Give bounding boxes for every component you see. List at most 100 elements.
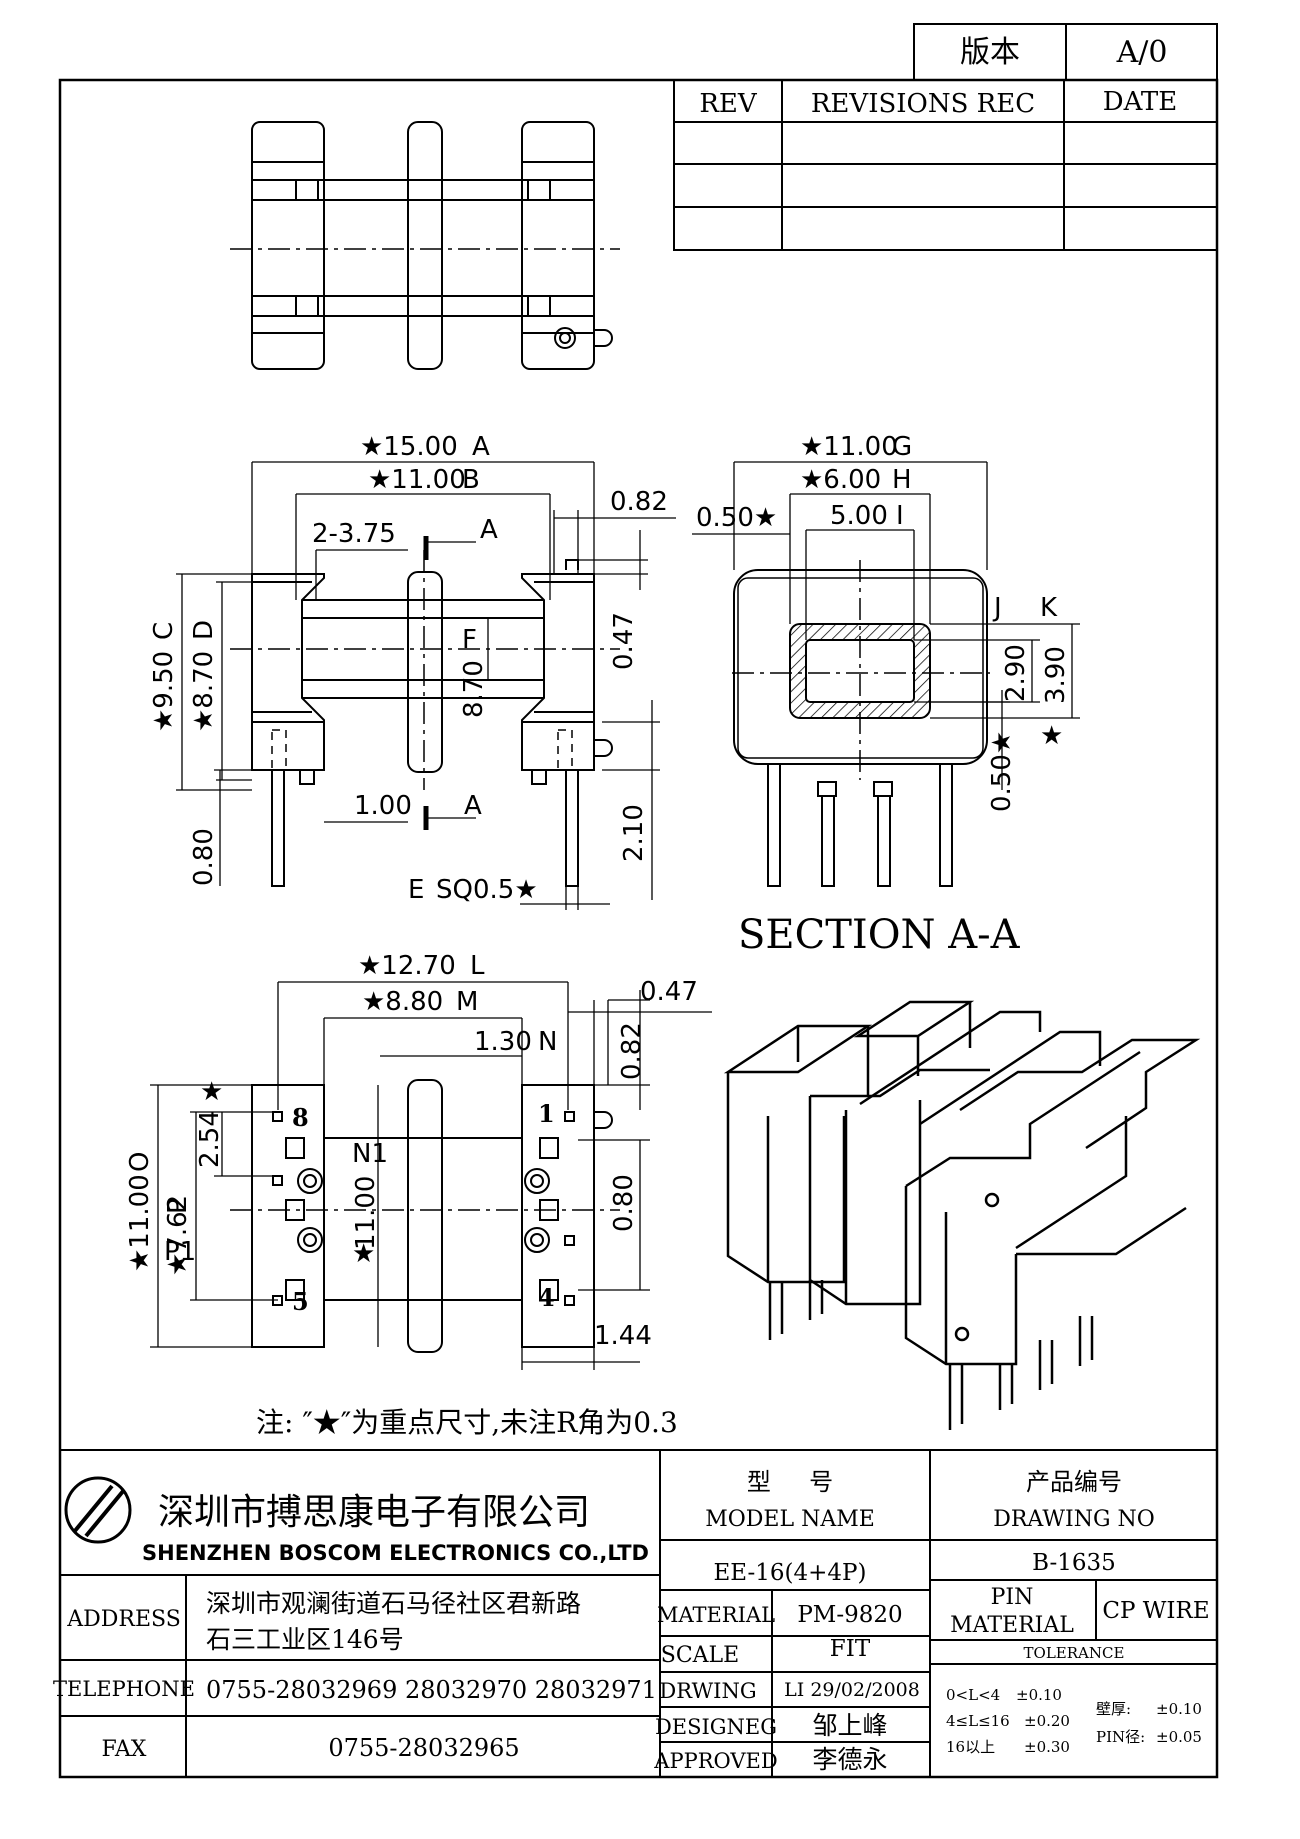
dim-e: SQ0.5★	[436, 875, 538, 905]
dim-l: 2.10	[619, 804, 649, 862]
dim-sec-p: ★	[1040, 721, 1063, 751]
date-header: DATE	[1103, 87, 1178, 117]
drawing-label-en: DRAWING NO	[993, 1507, 1155, 1532]
dim-bot-v: 1.44	[594, 1321, 652, 1351]
drawing-label-cn: 产品编号	[1026, 1468, 1122, 1496]
dim-bot-o: ★11.00	[125, 1174, 155, 1272]
company-name-en: SHENZHEN BOSCOM ELECTRONICS CO.,LTD	[142, 1541, 649, 1565]
dim-c-id: C	[149, 622, 179, 640]
dim-sec-i: 5.00	[830, 501, 888, 531]
section-dimensions	[692, 461, 1080, 790]
dim-bot-l: ★12.70	[358, 951, 456, 981]
dim-sec-m: 2.90	[1001, 644, 1031, 702]
pin-material-value: CP WIRE	[1102, 1598, 1209, 1624]
dim-bot-n-id: N	[538, 1027, 557, 1057]
pin-dia-label: PIN径:	[1096, 1728, 1145, 1746]
dim-bot-m: ★8.80	[362, 987, 443, 1017]
section-view	[732, 560, 990, 887]
tolerance-label: TOLERANCE	[1024, 1644, 1125, 1662]
dim-sec-h-id: H	[892, 465, 912, 495]
scale-label: SCALE	[661, 1643, 739, 1668]
dim-a: ★15.00	[360, 432, 458, 462]
dim-h: 0.82	[610, 487, 668, 517]
dim-bot-star: ★	[352, 1239, 375, 1269]
section-mark-a-bottom: A	[464, 791, 482, 821]
dim-bot-r: 11.00	[351, 1176, 381, 1250]
dim-sec-g-id: G	[892, 432, 912, 462]
telephone-value: 0755-28032969 28032970 28032971	[206, 1676, 657, 1704]
version-label: 版本	[960, 35, 1020, 70]
scale-value: FIT	[830, 1636, 871, 1662]
revision-table	[673, 79, 1218, 251]
pin-dia-value: ±0.05	[1156, 1728, 1202, 1746]
tolerance-value-1: ±0.10	[1016, 1686, 1062, 1704]
approved-value: 李德永	[812, 1745, 887, 1774]
pin-label-4: 4	[538, 1283, 555, 1312]
telephone-label: TELEPHONE	[53, 1677, 195, 1701]
dim-g: 2-3.75	[312, 519, 396, 549]
dim-bot-u: 0.80	[609, 1174, 639, 1232]
company-logo-icon	[64, 1476, 132, 1544]
dim-bot-m-id: M	[456, 987, 478, 1017]
dim-b: ★11.00	[368, 465, 466, 495]
pin-label-5: 5	[292, 1287, 309, 1316]
dim-j: 1.00	[354, 791, 412, 821]
top-view	[230, 121, 620, 370]
model-value: EE-16(4+4P)	[713, 1560, 866, 1586]
dim-sec-n: 3.90	[1041, 646, 1071, 704]
dim-e-id: E	[408, 875, 424, 905]
bottom-dimensions	[150, 981, 712, 1370]
tolerance-range-1: 0<L<4	[946, 1686, 1000, 1704]
material-value: PM-9820	[797, 1602, 902, 1628]
rev-header: REV	[699, 89, 758, 119]
dim-bot-l-id: L	[470, 951, 485, 981]
front-view	[230, 550, 620, 887]
section-mark-a-top: A	[480, 515, 498, 545]
pin-material-label2: MATERIAL	[950, 1613, 1074, 1638]
designeg-label: DESIGNEG	[655, 1715, 777, 1739]
dim-bot-p1-id: P1	[164, 1237, 196, 1267]
dim-bot-star-top: ★	[200, 1077, 223, 1107]
model-label-cn: 型 号	[747, 1468, 833, 1496]
dim-d-id: D	[189, 620, 219, 640]
dim-sec-k-id: K	[1040, 593, 1058, 623]
dim-bot-s: 0.47	[640, 977, 698, 1007]
fax-value: 0755-28032965	[328, 1734, 519, 1762]
company-name-cn: 深圳市搏思康电子有限公司	[158, 1492, 590, 1533]
dim-bot-p-id: P	[163, 1198, 193, 1214]
dim-k: 0.80	[189, 828, 219, 886]
dim-f: 8.70	[459, 660, 489, 718]
dim-i: 0.47	[609, 612, 639, 670]
dim-f-id: F	[462, 625, 477, 655]
dim-sec-g: ★11.00	[800, 432, 898, 462]
material-label: MATERIAL	[657, 1603, 775, 1627]
pin-label-1: 1	[538, 1099, 555, 1128]
fax-label: FAX	[102, 1737, 147, 1762]
tolerance-value-2: ±0.20	[1024, 1712, 1070, 1730]
dim-bot-t: 0.82	[617, 1022, 647, 1080]
bottom-view	[230, 1079, 620, 1353]
dim-bot-n: 1.30	[474, 1027, 532, 1057]
dim-sec-i-id: I	[896, 501, 904, 531]
address-line2: 石三工业区146号	[206, 1625, 404, 1654]
tolerance-range-2: 4≤L≤16	[946, 1712, 1010, 1730]
sheet-border	[58, 78, 1219, 1779]
version-value: A/0	[1116, 35, 1168, 70]
dim-bot-o-id: O	[125, 1152, 155, 1172]
pin-label-8: 8	[292, 1103, 309, 1132]
pin-material-label1: PIN	[991, 1585, 1034, 1610]
drwing-label: DRWING	[659, 1679, 756, 1703]
tolerance-value-3: ±0.30	[1024, 1738, 1070, 1756]
drawing-value: B-1635	[1032, 1550, 1116, 1576]
designeg-value: 邹上峰	[812, 1711, 887, 1740]
revisions-header: REVISIONS REC	[811, 89, 1035, 119]
dim-sec-o: 0.50★	[987, 731, 1017, 812]
dim-sec-j: 0.50★	[696, 503, 777, 533]
drwing-value: LI 29/02/2008	[784, 1679, 920, 1701]
dim-bot-n1-id: N1	[352, 1139, 388, 1169]
isometric-view	[723, 1000, 1201, 1430]
address-label: ADDRESS	[66, 1607, 181, 1632]
drawing-note: 注: ″★″为重点尺寸,未注R角为0.3	[256, 1406, 678, 1439]
dim-d: ★8.70	[189, 651, 219, 732]
